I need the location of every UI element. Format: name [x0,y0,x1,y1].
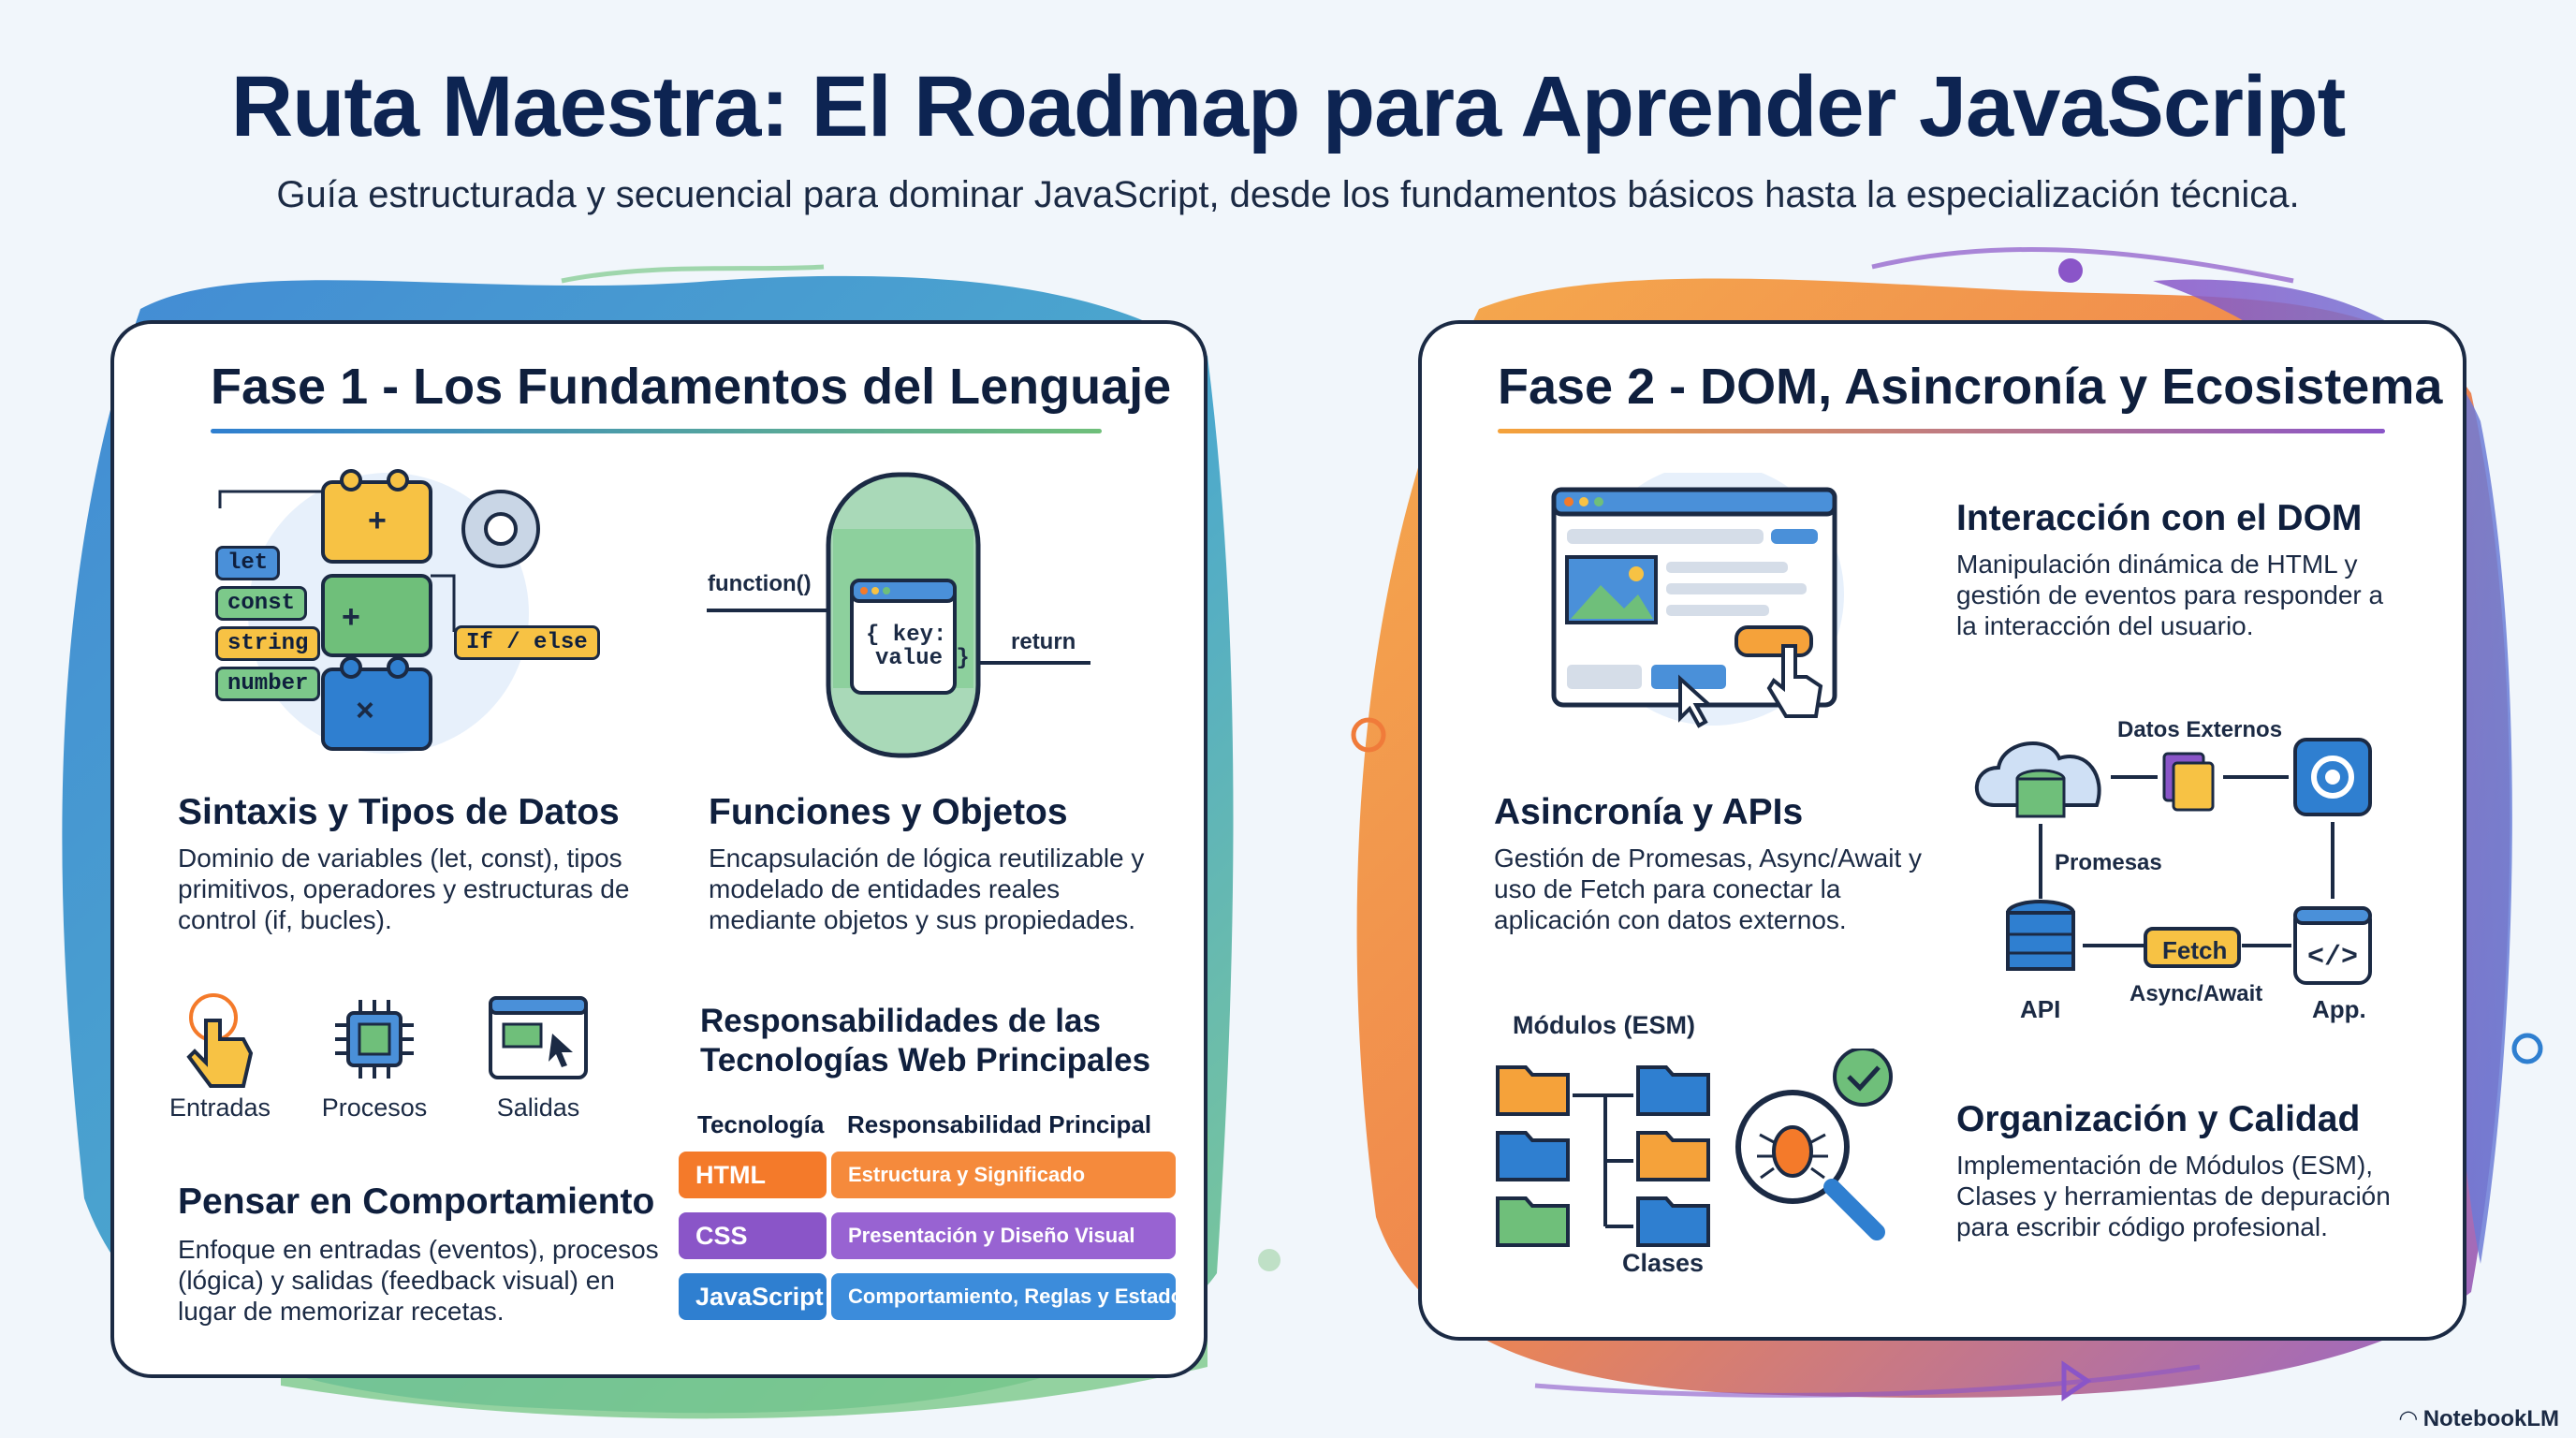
behavior-title: Pensar en Comportamiento [178,1181,655,1222]
label-outputs: Salidas [496,1093,580,1122]
tag-number: number [215,667,321,701]
label-fetch: Fetch [2162,936,2228,964]
main-subtitle: Guía estructurada y secuencial para domi… [276,174,2300,215]
table-header-technology: Tecnología [697,1110,825,1138]
hand-pointer-icon [186,993,254,1088]
label-return: return [1011,629,1076,654]
functions-title: Funciones y Objetos [709,792,1068,832]
label-app: App. [2312,995,2366,1023]
notebooklm-brand: ◠ NotebookLM [2400,1405,2559,1432]
dom-title: Interacción con el DOM [1956,498,2363,538]
phase2-title: Fase 2 - DOM, Asincronía y Ecosistema [1498,359,2443,415]
org-body: Implementación de Módulos (ESM), Clases … [1956,1151,2391,1241]
table-header-responsibility: Responsabilidad Principal [847,1110,1152,1138]
table-cell-responsibility: Comportamiento, Reglas y Estado [831,1273,1183,1320]
svg-text:×: × [356,693,374,728]
label-function: function() [708,571,812,596]
dot-decoration [1351,717,1386,753]
processor-chip-icon [335,1000,414,1078]
table-cell-technology: CSS [679,1212,827,1259]
left-blob-green [281,1123,1209,1419]
table-cell-responsibility: Presentación y Diseño Visual [831,1212,1176,1259]
swirl-decoration [1534,1364,2201,1398]
async-title: Asincronía y APIs [1494,792,1804,832]
table-cell-responsibility: Estructura y Significado [831,1152,1176,1198]
label-api: API [2020,995,2061,1023]
label-modules: Módulos (ESM) [1513,1011,1695,1039]
async-body: Gestión de Promesas, Async/Await y uso d… [1494,844,1923,934]
phase2-title-rule [1498,429,2385,433]
svg-text:+: + [368,503,387,538]
phase1-title: Fase 1 - Los Fundamentos del Lenguaje [211,359,1172,415]
dot-decoration [2511,1033,2543,1064]
dom-body: Manipulación dinámica de HTML y gestión … [1956,550,2384,640]
tag-let: let [215,546,281,580]
tag-if-else: If / else [454,625,600,660]
syntax-body: Dominio de variables (let, const), tipos… [178,844,630,934]
async-flow-diagram: </> [1974,738,2372,985]
table-title: Responsabilidades de las Tecnologías Web… [700,1003,1151,1078]
brand-logo-icon: ◠ [2399,1406,2423,1431]
label-classes: Clases [1622,1249,1705,1277]
screen-output-icon [489,996,588,1079]
main-title: Ruta Maestra: El Roadmap para Aprender J… [230,59,2347,154]
modules-folders-illustration [1496,1049,1893,1247]
tag-string: string [215,626,321,661]
dot-decoration [1258,1249,1281,1271]
tag-const: const [215,586,308,621]
swirl-decoration [561,264,825,284]
function-capsule-illustration [707,472,1090,758]
phase1-title-rule [211,429,1102,433]
syntax-title: Sintaxis y Tipos de Datos [178,792,620,832]
browser-dom-illustration [1551,473,1844,728]
code-value: value } [875,646,970,671]
functions-body: Encapsulación de lógica reutilizable y m… [709,844,1145,934]
brand-text: NotebookLM [2422,1406,2559,1431]
svg-text:</>: </> [2307,942,2358,974]
table-cell-technology: HTML [679,1152,827,1198]
swirl-decoration [1871,246,2294,284]
org-title: Organización y Calidad [1956,1099,2361,1139]
behavior-body: Enfoque en entradas (eventos), procesos … [178,1235,659,1326]
phase1-card [110,320,1208,1378]
table-cell-technology: JavaScript [679,1273,827,1320]
label-inputs: Entradas [168,1093,271,1122]
code-key: { key: [866,623,947,648]
triangle-decoration [2061,1360,2092,1401]
label-async-await: Async/Await [2130,981,2263,1006]
label-external-data: Datos Externos [2117,717,2283,742]
svg-text:+: + [342,599,360,635]
label-promises: Promesas [2055,850,2162,875]
dot-decoration [2058,258,2083,283]
label-processes: Procesos [321,1093,428,1122]
